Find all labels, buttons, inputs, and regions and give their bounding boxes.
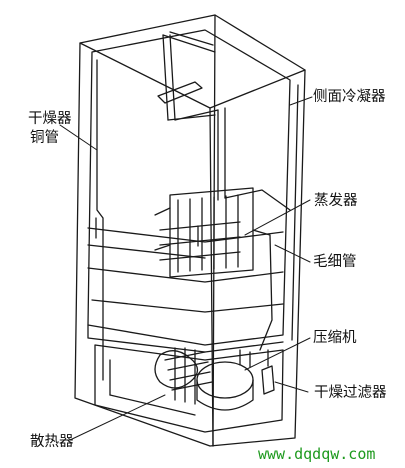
drying-filter xyxy=(261,349,275,395)
label-compressor: 压缩机 xyxy=(313,329,357,346)
label-radiator: 散热器 xyxy=(30,433,74,450)
evaporator xyxy=(154,187,254,278)
leader-lines xyxy=(59,96,313,441)
label-drying-filter: 干燥过滤器 xyxy=(314,384,387,401)
compressor-compartment xyxy=(94,344,284,433)
radiator xyxy=(154,347,213,405)
dryer-copper-tube xyxy=(96,59,104,381)
label-evaporator: 蒸发器 xyxy=(314,192,358,209)
leader-filter xyxy=(274,381,309,393)
leader-radiator xyxy=(69,394,166,441)
watermark-text: www.dqdqw.com xyxy=(258,445,375,463)
leader-evaporator xyxy=(244,199,311,236)
cabinet-outline xyxy=(74,14,306,447)
leader-condenser xyxy=(289,96,313,106)
top-copper-tube xyxy=(157,31,219,121)
label-dryer-line2: 铜管 xyxy=(30,129,59,146)
leader-dryer xyxy=(59,124,98,151)
side-condenser xyxy=(217,84,299,341)
inner-liner xyxy=(87,29,291,353)
leader-capillary xyxy=(274,244,311,263)
label-capillary: 毛细管 xyxy=(313,253,357,270)
label-side-condenser: 侧面冷凝器 xyxy=(313,88,386,105)
label-dryer-line1: 干燥器 xyxy=(28,110,72,127)
leader-compressor xyxy=(244,337,311,371)
compressor xyxy=(196,349,254,411)
capillary-tube xyxy=(252,229,273,351)
